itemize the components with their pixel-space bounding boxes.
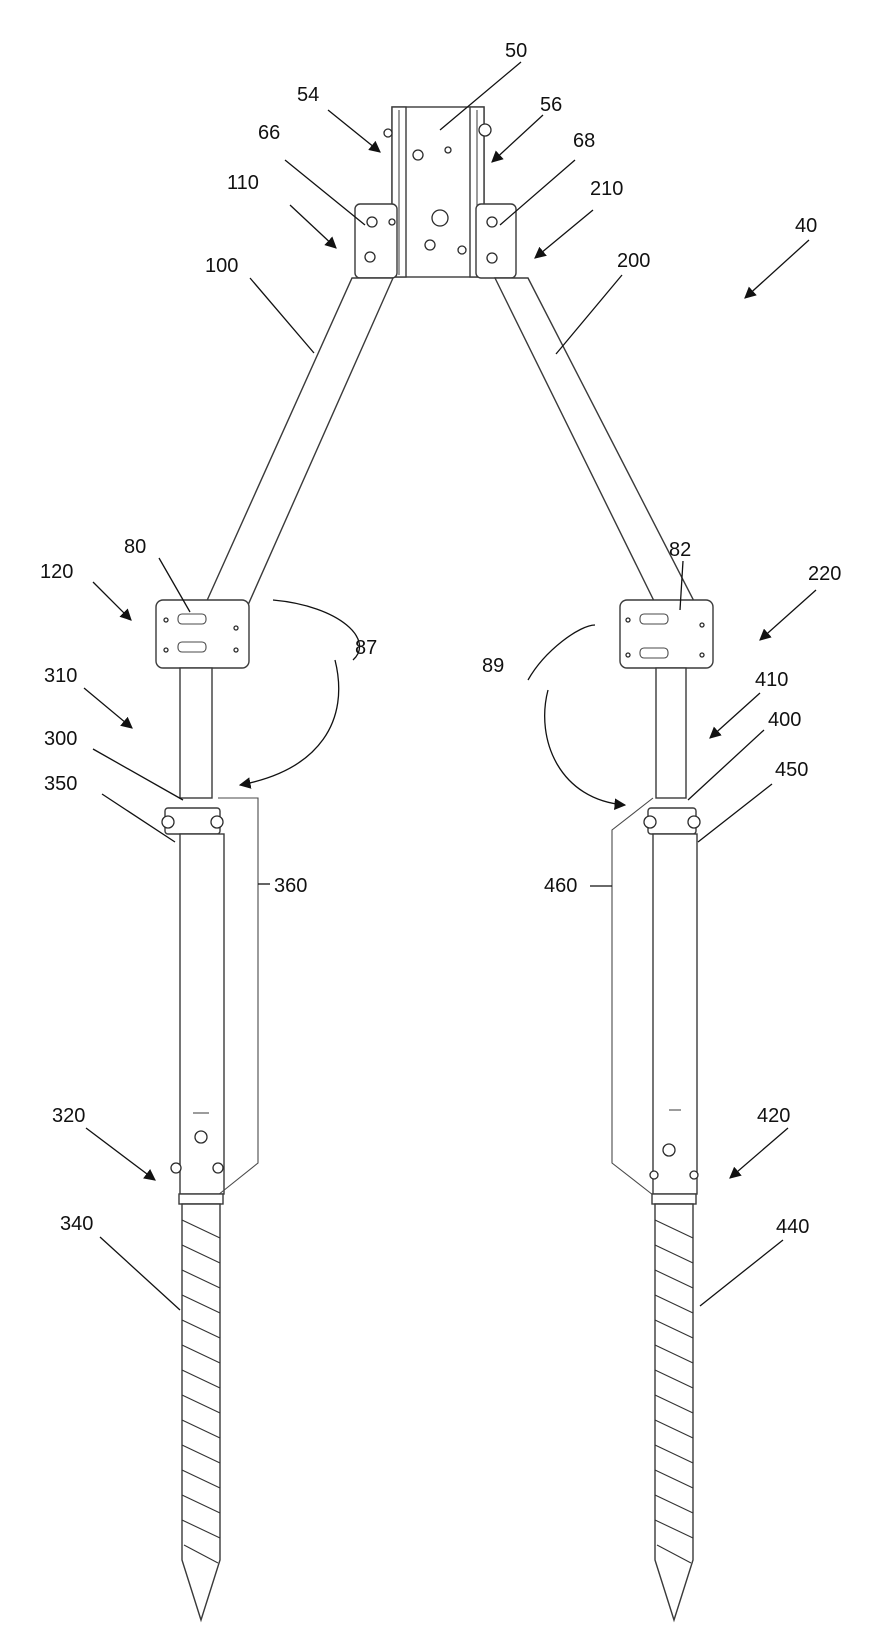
- label-450: 450: [775, 759, 808, 781]
- label-120: 120: [40, 561, 73, 583]
- left-screw-anchor: [182, 1204, 220, 1620]
- label-440: 440: [776, 1216, 809, 1238]
- label-320: 320: [52, 1105, 85, 1127]
- label-110: 110: [227, 172, 259, 194]
- label-350: 350: [44, 773, 77, 795]
- label-80: 80: [124, 536, 146, 558]
- label-410: 410: [755, 669, 788, 691]
- label-210: 210: [590, 178, 623, 200]
- label-87: 87: [355, 637, 377, 659]
- right-screw-anchor: [655, 1204, 693, 1620]
- right-leg-200: [495, 278, 696, 605]
- left-knee-bracket: [156, 600, 249, 668]
- label-56: 56: [540, 94, 562, 116]
- right-lower-assembly: [612, 600, 713, 1620]
- right-upper-post: [656, 668, 686, 798]
- hub-right-bracket: [476, 204, 516, 278]
- label-220: 220: [808, 563, 841, 585]
- label-100: 100: [205, 255, 238, 277]
- right-main-shaft: [653, 834, 697, 1194]
- right-plate-460: [612, 798, 653, 1195]
- label-54: 54: [297, 84, 319, 106]
- label-400: 400: [768, 709, 801, 731]
- label-50: 50: [505, 40, 527, 62]
- label-420: 420: [757, 1105, 790, 1127]
- left-lower-assembly: [156, 600, 258, 1620]
- label-340: 340: [60, 1213, 93, 1235]
- left-upper-post: [180, 668, 212, 798]
- left-leg-100: [205, 278, 393, 605]
- label-68: 68: [573, 130, 595, 152]
- hub-left-bracket: [355, 204, 397, 278]
- label-360: 360: [274, 875, 307, 897]
- top-hub-assembly: [355, 107, 516, 278]
- label-310: 310: [44, 665, 77, 687]
- label-66: 66: [258, 122, 280, 144]
- label-300: 300: [44, 728, 77, 750]
- label-82: 82: [669, 539, 691, 561]
- label-200: 200: [617, 250, 650, 272]
- label-40: 40: [795, 215, 817, 237]
- label-460: 460: [544, 875, 577, 897]
- label-89: 89: [482, 655, 504, 677]
